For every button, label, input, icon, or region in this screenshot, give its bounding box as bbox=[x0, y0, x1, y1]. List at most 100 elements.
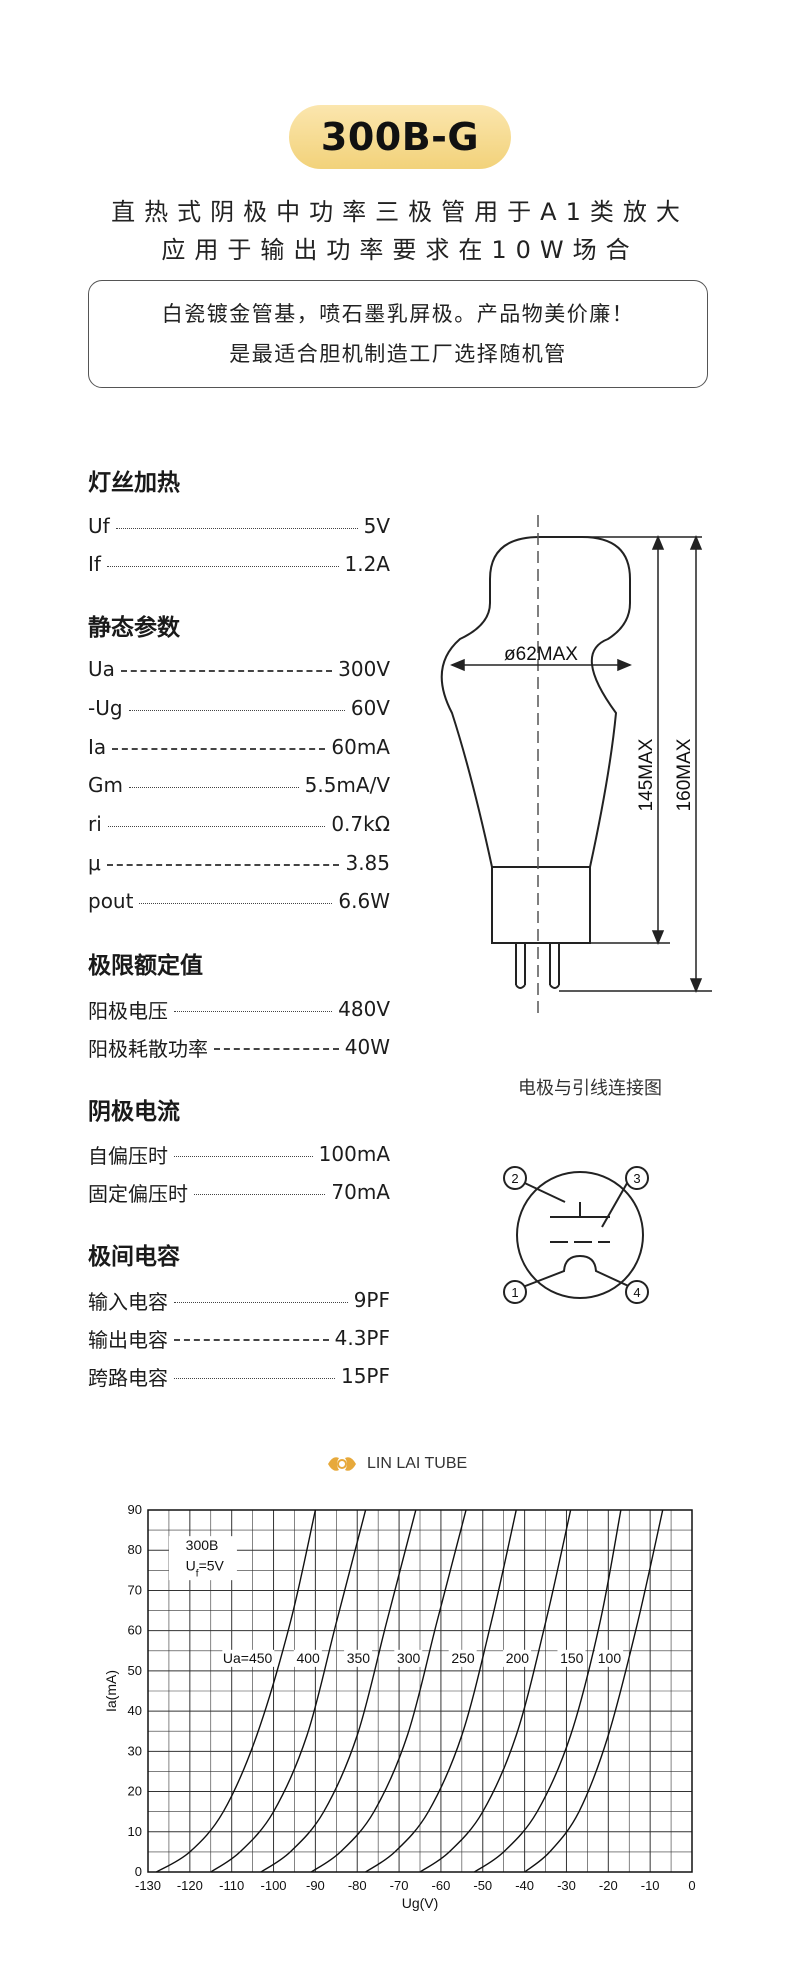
x-tick-label: -130 bbox=[135, 1878, 161, 1893]
spec-value: 480V bbox=[338, 997, 390, 1021]
y-tick-label: 30 bbox=[128, 1743, 142, 1758]
arrow-up-icon bbox=[651, 535, 665, 550]
spec-value: 15PF bbox=[340, 1364, 390, 1388]
spec-leader bbox=[174, 1301, 348, 1303]
spec-label: Ua bbox=[88, 657, 115, 681]
pin-2-label: 2 bbox=[511, 1171, 518, 1186]
spec-leader bbox=[174, 1339, 329, 1341]
spec-row: 跨路电容 15PF bbox=[88, 1361, 390, 1391]
x-tick-label: -70 bbox=[390, 1878, 409, 1893]
spec-label: 固定偏压时 bbox=[88, 1181, 188, 1206]
series-label-bg bbox=[394, 1649, 423, 1667]
spec-leader bbox=[106, 565, 339, 567]
filament bbox=[514, 1254, 638, 1291]
series-label-350: 350 bbox=[347, 1650, 371, 1666]
tube-envelope bbox=[440, 536, 631, 868]
spec-value: 5.5mA/V bbox=[304, 773, 390, 797]
spec-leader bbox=[139, 902, 333, 904]
x-tick-label: 0 bbox=[688, 1878, 695, 1893]
x-tick-label: -30 bbox=[557, 1878, 576, 1893]
x-axis-label: Ug(V) bbox=[402, 1895, 439, 1911]
series-curve-150 bbox=[474, 1509, 622, 1873]
pin-4-label: 4 bbox=[633, 1285, 640, 1300]
spec-leader bbox=[128, 786, 299, 788]
promo-line-1: 白瓷镀金管基，喷石墨乳屏极。产品物美价廉！ bbox=[161, 302, 635, 326]
pin-1-label: 1 bbox=[511, 1285, 518, 1300]
y-tick-label: 90 bbox=[128, 1502, 142, 1517]
annotation-bg bbox=[168, 1536, 237, 1581]
x-tick-label: -100 bbox=[261, 1878, 287, 1893]
series-label-bg bbox=[557, 1649, 586, 1667]
spec-label: 跨路电容 bbox=[88, 1365, 168, 1390]
subtitle-line-2: 应用于输出功率要求在10W场合 bbox=[161, 236, 639, 264]
spec-leader bbox=[174, 1010, 333, 1012]
x-tick-label: -50 bbox=[473, 1878, 492, 1893]
section-title-cathode-current: 阴极电流 bbox=[88, 1099, 180, 1125]
series-label-250: 250 bbox=[451, 1650, 475, 1666]
series-label-200: 200 bbox=[506, 1650, 530, 1666]
spec-label: If bbox=[88, 552, 101, 576]
spec-label: 阳极电压 bbox=[88, 998, 168, 1023]
arrow-down-icon bbox=[689, 978, 703, 993]
brand: LIN LAI TUBE bbox=[325, 1454, 467, 1474]
x-tick-label: -80 bbox=[348, 1878, 367, 1893]
arrow-right-icon bbox=[617, 658, 632, 672]
y-tick-label: 0 bbox=[135, 1864, 142, 1879]
annotation-filament-voltage: Uf=5V bbox=[186, 1557, 225, 1579]
arrow-left-icon bbox=[450, 658, 465, 672]
spec-label: 输出电容 bbox=[88, 1327, 168, 1352]
spec-value: 4.3PF bbox=[334, 1326, 390, 1350]
spec-value: 3.85 bbox=[345, 851, 390, 875]
arrow-up-icon bbox=[689, 535, 703, 550]
series-label-100: 100 bbox=[598, 1650, 622, 1666]
spec-row: μ 3.85 bbox=[88, 848, 390, 878]
spec-label: 自偏压时 bbox=[88, 1143, 168, 1168]
spec-label: pout bbox=[88, 889, 134, 913]
series-curve-200 bbox=[419, 1509, 572, 1873]
spec-leader bbox=[107, 825, 326, 827]
series-label-bg bbox=[222, 1649, 275, 1667]
series-label-bg bbox=[503, 1649, 532, 1667]
spec-leader bbox=[174, 1155, 313, 1157]
model-title: 300B-G bbox=[320, 115, 480, 159]
series-label-150: 150 bbox=[560, 1650, 584, 1666]
spec-value: 300V bbox=[338, 657, 390, 681]
spec-value: 1.2A bbox=[344, 552, 391, 576]
spec-leader bbox=[194, 1193, 326, 1195]
height-label-145: 145MAX bbox=[636, 738, 657, 811]
spec-leader bbox=[174, 1377, 335, 1379]
pin-3-marker bbox=[625, 1166, 649, 1190]
spec-value: 60V bbox=[350, 696, 390, 720]
spec-value: 6.6W bbox=[338, 889, 390, 913]
y-tick-label: 50 bbox=[128, 1663, 142, 1678]
y-tick-label: 80 bbox=[128, 1542, 142, 1557]
spec-value: 60mA bbox=[331, 735, 390, 759]
spec-row: pout 6.6W bbox=[88, 886, 390, 916]
series-label-450: Ua=450 bbox=[223, 1650, 273, 1666]
x-tick-label: -10 bbox=[641, 1878, 660, 1893]
spec-row: Ua 300V bbox=[88, 654, 390, 684]
spec-leader bbox=[120, 670, 333, 672]
section-title-capacitance: 极间电容 bbox=[88, 1244, 180, 1270]
series-label-bg bbox=[595, 1649, 624, 1667]
tube-outline-drawing: ø62MAX 145MAX 160MAX bbox=[440, 515, 712, 1013]
pin-3-label: 3 bbox=[633, 1171, 640, 1186]
filament-lead bbox=[601, 1177, 631, 1228]
spec-label: μ bbox=[88, 851, 101, 875]
tube-pin-tip bbox=[515, 984, 526, 989]
series-curve-400 bbox=[210, 1509, 367, 1873]
tube-base-circle bbox=[516, 1171, 644, 1299]
spec-row: 输出电容 4.3PF bbox=[88, 1323, 390, 1353]
y-tick-label: 20 bbox=[128, 1784, 142, 1799]
promo-line-2: 是最适合胆机制造工厂选择随机管 bbox=[229, 342, 567, 366]
connection-diagram-title: 电极与引线连接图 bbox=[518, 1078, 662, 1099]
brand-logo-icon bbox=[328, 1457, 356, 1471]
y-tick-label: 40 bbox=[128, 1703, 142, 1718]
